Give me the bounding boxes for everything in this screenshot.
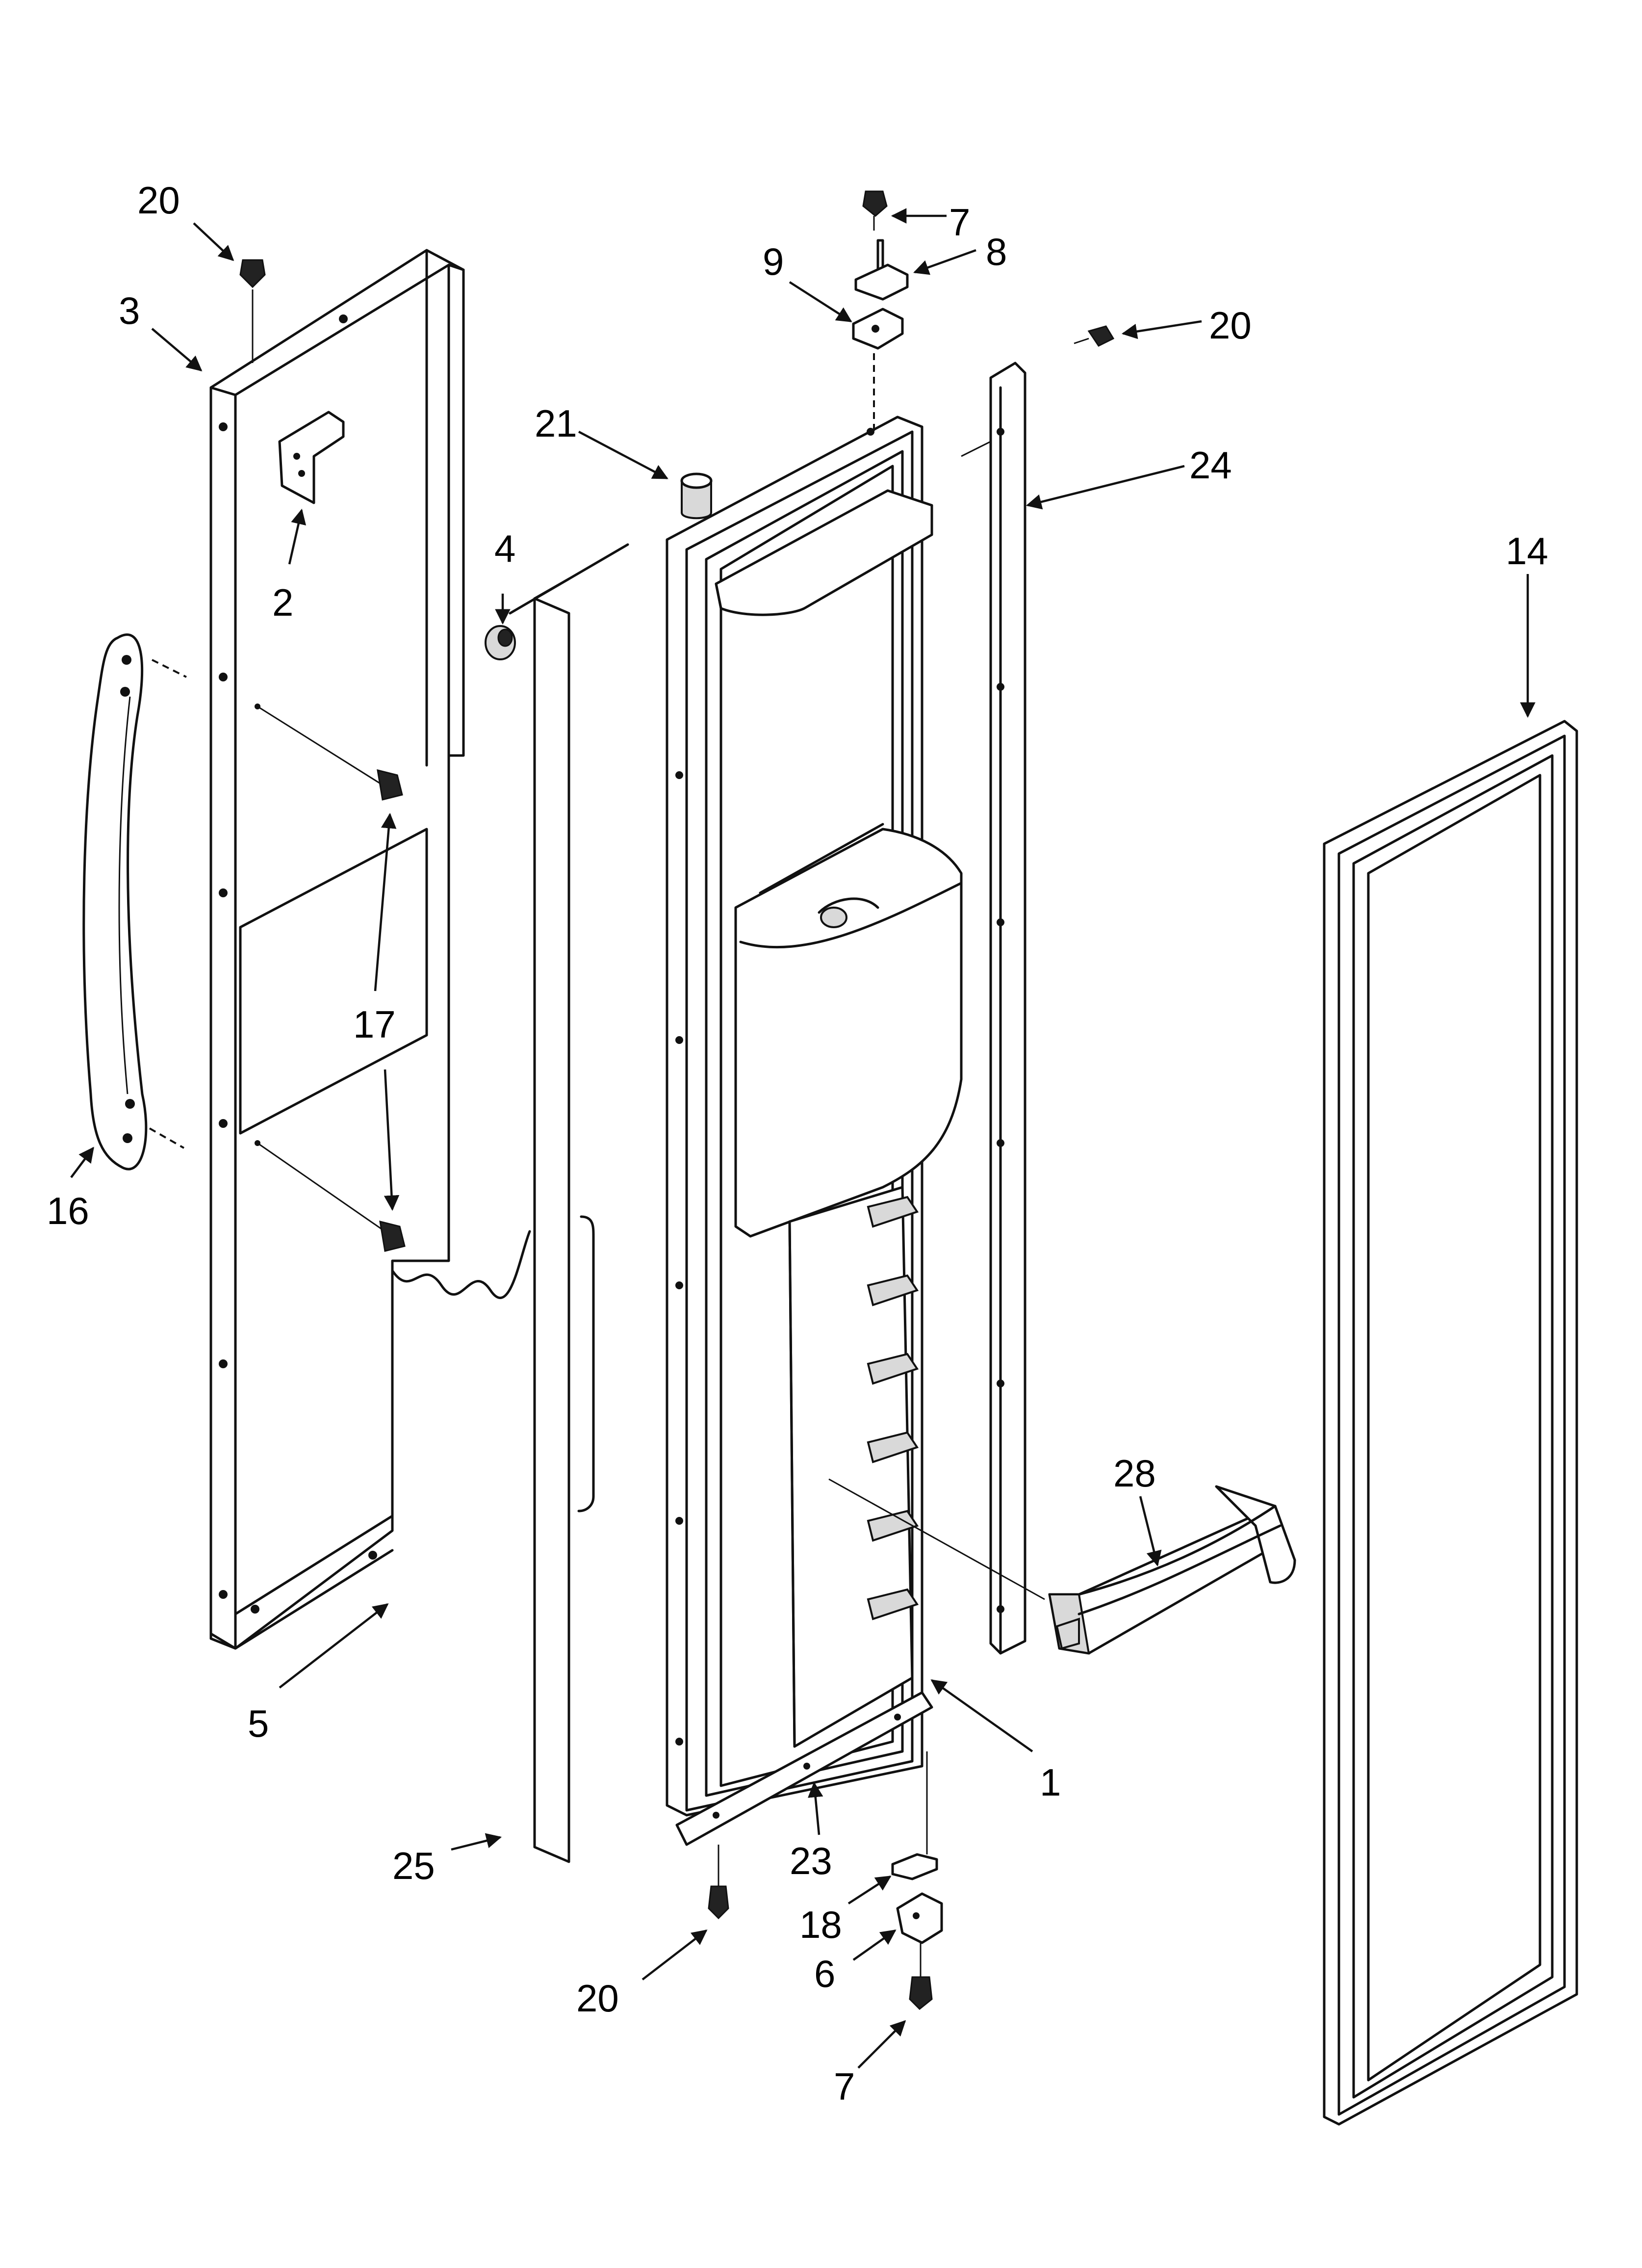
callout-21: 21 (535, 402, 577, 445)
callout-labels: 20 3 2 16 17 5 25 4 21 7 8 9 20 24 14 28… (47, 179, 1548, 2108)
callout-8: 8 (986, 230, 1007, 273)
callout-7-bottom: 7 (834, 2065, 855, 2108)
callout-7-top: 7 (949, 201, 970, 244)
door-handle (82, 633, 187, 1171)
door-gasket-part-14 (1323, 720, 1578, 2126)
inner-door-part-1 (666, 416, 963, 1817)
callout-18: 18 (799, 1903, 842, 1946)
bottom-hinge-assembly (708, 1751, 943, 2010)
callout-16: 16 (47, 1189, 89, 1232)
cap-part-21 (680, 472, 713, 520)
callout-20-top-left: 20 (137, 179, 180, 222)
callout-6: 6 (814, 1952, 835, 1995)
callout-17: 17 (353, 1003, 396, 1046)
door-panel-frame (209, 249, 531, 1650)
screw-top-left (239, 259, 266, 363)
callout-9: 9 (763, 240, 784, 283)
callout-25: 25 (392, 1844, 435, 1887)
callout-14: 14 (1506, 529, 1548, 573)
door-bin-part-28 (828, 1478, 1296, 1655)
callout-24: 24 (1189, 443, 1232, 487)
callout-5: 5 (248, 1702, 269, 1745)
top-hinge-assembly (852, 190, 909, 432)
callout-28: 28 (1113, 1452, 1156, 1495)
spacer-part-4 (485, 625, 516, 660)
callout-20-bottom: 20 (576, 1977, 619, 2020)
callout-2: 2 (272, 581, 293, 624)
screws-part-17 (255, 704, 406, 1252)
screw-top-right (1074, 325, 1115, 347)
bracket-part-2 (278, 411, 345, 504)
callout-3: 3 (119, 289, 140, 332)
callout-4: 4 (494, 527, 515, 570)
callout-23: 23 (790, 1839, 832, 1882)
door-liner-strip (509, 543, 629, 1863)
callout-1: 1 (1040, 1761, 1061, 1804)
bottom-trim-part-23 (675, 1691, 933, 1846)
leader-lines (70, 208, 1536, 2069)
callout-20-top-right: 20 (1209, 304, 1252, 347)
trim-strip-part-24 (961, 362, 1026, 1655)
